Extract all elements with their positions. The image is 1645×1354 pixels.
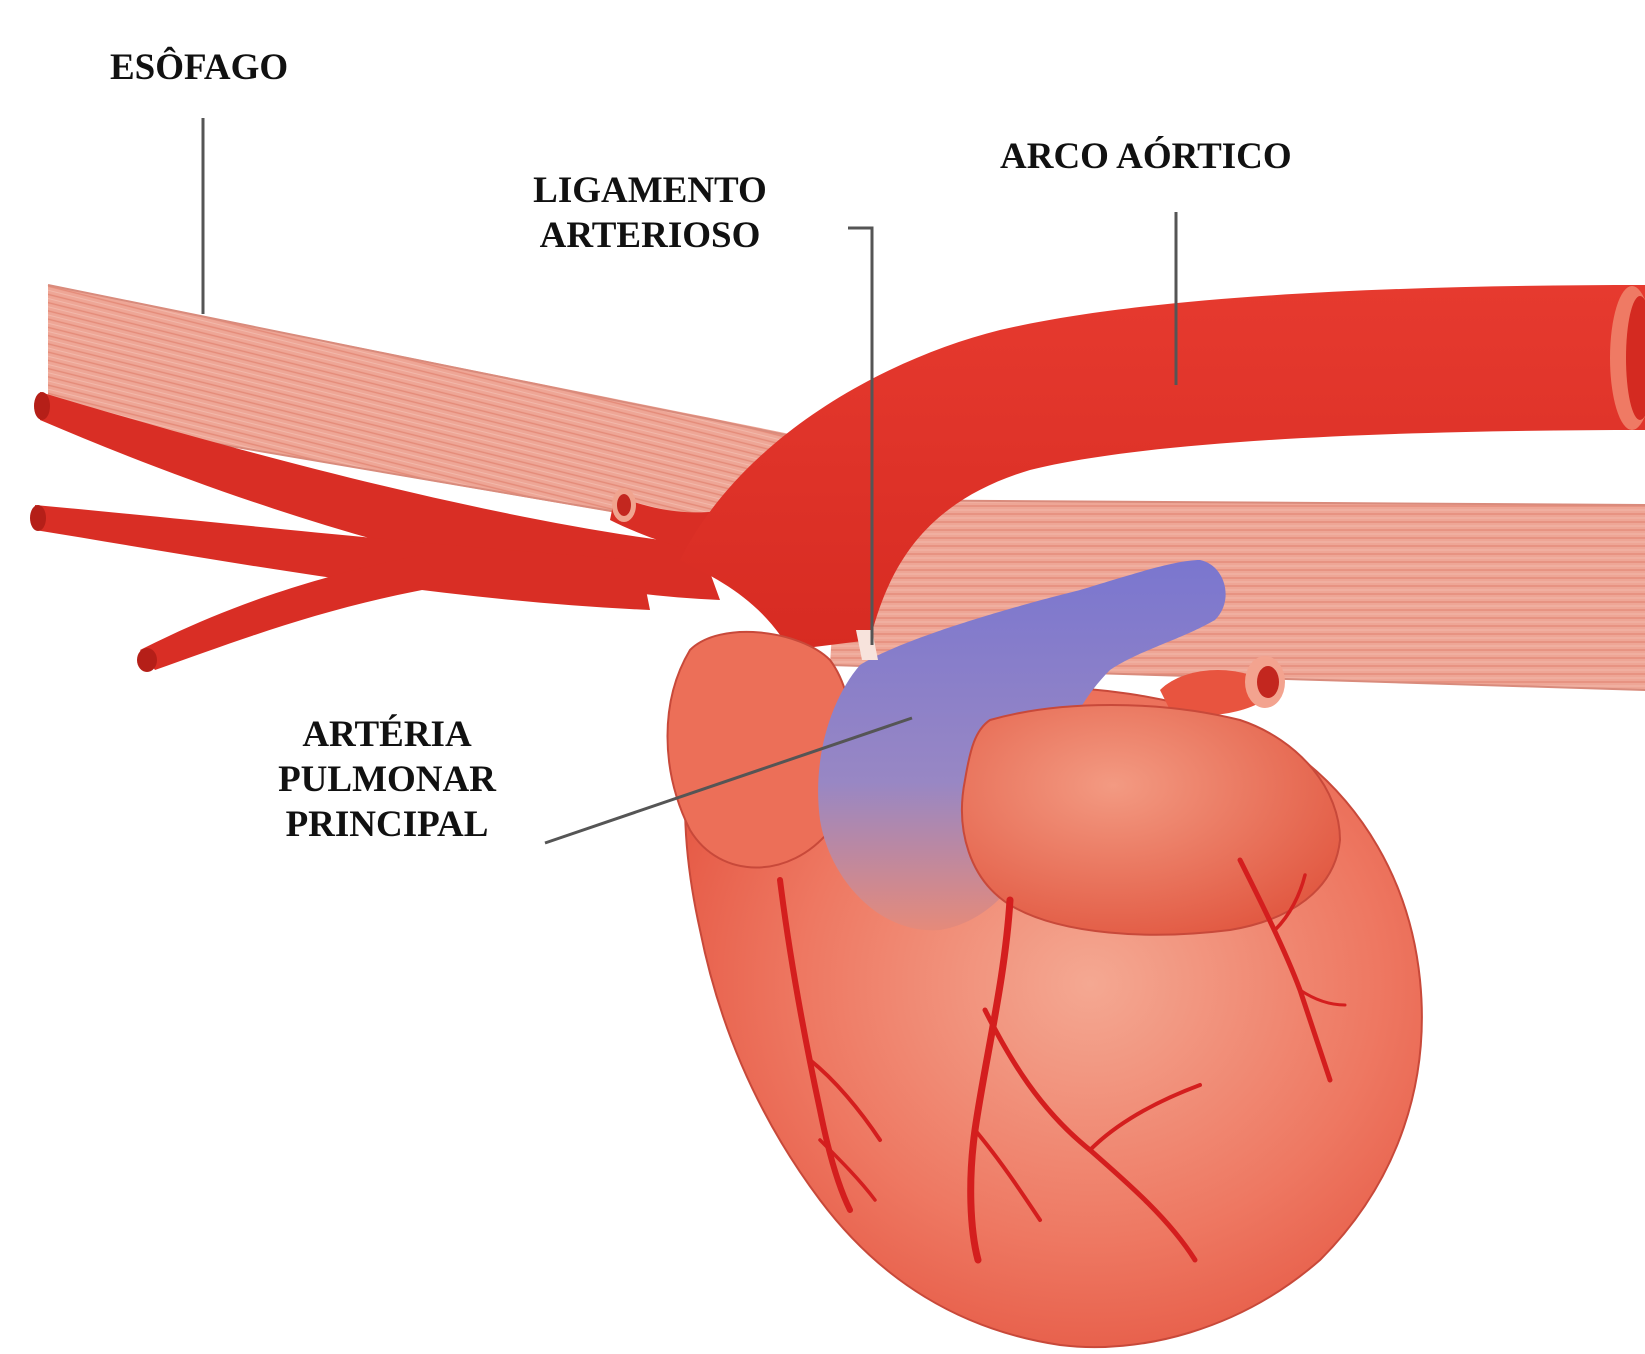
label-ligamento-line-1: LIGAMENTO — [520, 168, 780, 213]
label-arteria-pulmonar-principal: ARTÉRIA PULMONAR PRINCIPAL — [262, 712, 512, 847]
label-esofago: ESÔFAGO — [110, 45, 288, 90]
label-pulmonar-line-2: PULMONAR — [262, 757, 512, 802]
label-pulmonar-line-3: PRINCIPAL — [262, 802, 512, 847]
label-arco-aortico: ARCO AÓRTICO — [1000, 134, 1292, 179]
label-pulmonar-line-1: ARTÉRIA — [262, 712, 512, 757]
label-ligamento-arterioso: LIGAMENTO ARTERIOSO — [520, 168, 780, 258]
label-ligamento-line-2: ARTERIOSO — [520, 213, 780, 258]
